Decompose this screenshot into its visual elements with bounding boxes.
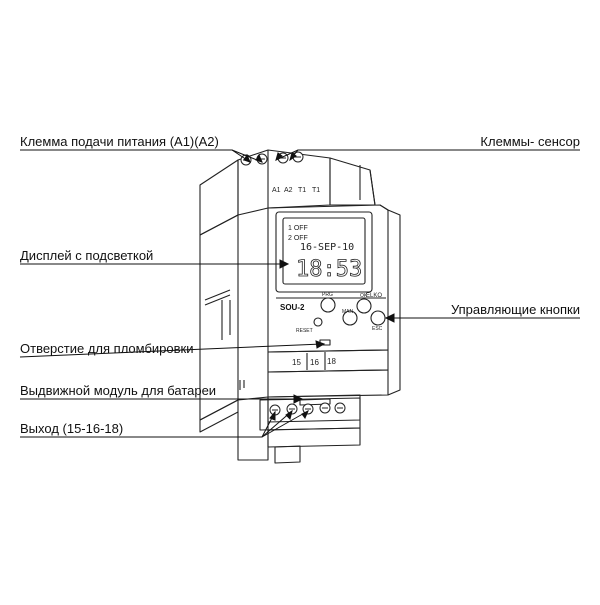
terminal-label-t1b: T1 <box>312 187 320 194</box>
prg-label: PRG <box>322 292 333 298</box>
prg-button <box>320 297 336 313</box>
man-button <box>342 310 358 326</box>
callout-seal-hole: Отверстие для пломбировки <box>20 341 194 356</box>
output-label-18: 18 <box>327 357 336 366</box>
leader-seal <box>19 343 323 358</box>
front-panel <box>267 204 389 353</box>
ok-button <box>356 298 372 314</box>
leader-power <box>20 149 251 163</box>
terminal-label-a2: A2 <box>284 187 293 194</box>
terminal-label-t1: T1 <box>298 187 306 194</box>
model-label: SOU-2 <box>280 303 305 312</box>
esc-button <box>370 310 386 326</box>
output-label-15: 15 <box>292 358 301 367</box>
lcd-line2: 2 OFF <box>288 235 308 242</box>
ok-label: OK <box>360 293 368 299</box>
reset-button <box>313 317 323 327</box>
lcd-frame <box>275 211 373 293</box>
esc-label: ESC <box>372 326 383 332</box>
lcd-screen <box>282 217 366 285</box>
lcd-line1: 1 OFF <box>288 225 308 232</box>
reset-label: RESET <box>296 328 313 334</box>
callout-battery-module: Выдвижной модуль для батареи <box>20 383 217 398</box>
callout-sensor-terminals: Клеммы- сенсор <box>480 134 580 149</box>
callout-control-buttons: Управляющие кнопки <box>450 302 580 317</box>
terminal-label-a1: A1 <box>272 187 281 194</box>
callout-power-terminal: Клемма подачи питания (A1)(A2) <box>20 134 219 149</box>
lcd-time: 18:53 <box>296 257 362 282</box>
lcd-date: 16-SEP-10 <box>300 242 354 253</box>
output-label-16: 16 <box>310 358 319 367</box>
callout-output: Выход (15-16-18) <box>20 421 124 436</box>
callout-display: Дисплей с подсветкой <box>20 248 154 263</box>
brand-label: ELKO <box>366 293 382 299</box>
man-label: MAN <box>342 309 354 315</box>
